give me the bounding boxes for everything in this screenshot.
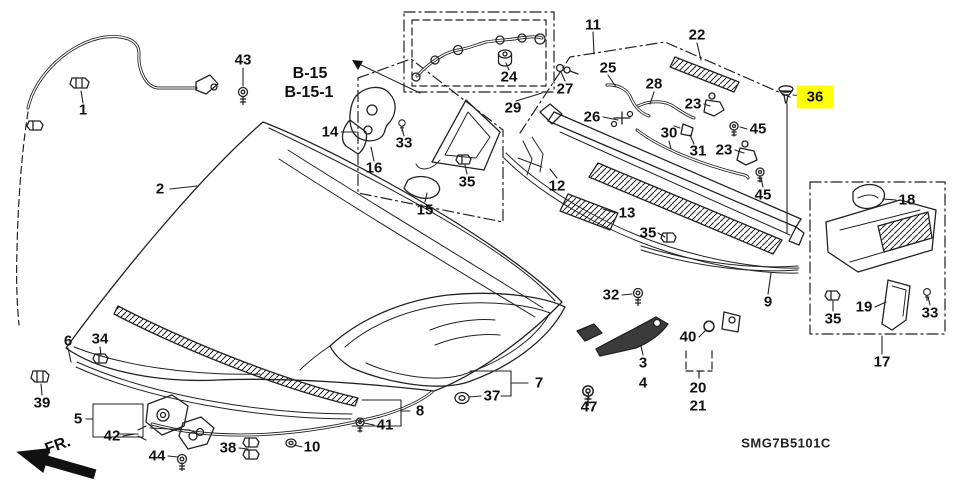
front-molding-strip [113,305,359,407]
part-label-9[interactable]: 9 [763,293,773,311]
part-label-37[interactable]: 37 [483,387,501,405]
part-label-23[interactable]: 23 [684,95,702,113]
part-label-20[interactable]: 20 [689,379,707,397]
part-label-11[interactable]: 11 [585,16,601,34]
part-label-26[interactable]: 26 [583,108,601,126]
washer-nozzle-group [555,63,765,183]
part-label-25[interactable]: 25 [599,59,617,77]
part-label-1[interactable]: 1 [78,101,88,119]
part-label-28[interactable]: 28 [645,75,663,93]
clip-34 [92,353,109,364]
part-label-22[interactable]: 22 [688,26,706,44]
cowl-assembly [503,103,805,307]
part-label-17[interactable]: 17 [873,353,891,371]
part-label-8[interactable]: 8 [415,402,425,420]
part-label-30[interactable]: 30 [660,124,678,142]
part-label-2[interactable]: 2 [155,180,165,198]
hood-insulator [299,292,566,387]
hood-hinge-group [576,311,741,407]
part-label-42[interactable]: 42 [103,427,121,445]
part-label-33[interactable]: 33 [395,134,413,152]
part-label-5[interactable]: 5 [73,410,83,428]
part-label-29[interactable]: 29 [504,99,522,117]
part-label-13[interactable]: 13 [618,204,636,222]
hood-seal [75,361,353,420]
part-label-4[interactable]: 4 [638,374,648,392]
part-label-35[interactable]: 35 [458,173,476,191]
hood-latch-assembly [92,394,215,472]
diagram-code: SMG7B5101C [741,435,831,451]
cowl-region-boundary [519,41,791,134]
part-label-32[interactable]: 32 [602,286,620,304]
part-label-43[interactable]: 43 [234,51,252,69]
part-label-10[interactable]: 10 [303,438,321,456]
hood-release-cable-upper [16,35,219,326]
grommet-37 [454,391,470,405]
bolt-43 [237,86,249,106]
fr-direction-arrow [16,448,97,480]
leader-lines [40,31,931,458]
part-label-40[interactable]: 40 [679,328,697,346]
clip-39 [30,370,50,383]
part-label-24[interactable]: 24 [500,68,518,86]
part-label-47[interactable]: 47 [580,398,598,416]
part-label-7[interactable]: 7 [534,374,544,392]
b15-reference-arrow [352,60,421,94]
part-label-27[interactable]: 27 [556,80,574,98]
part-label-31[interactable]: 31 [689,142,707,160]
part-label-34[interactable]: 34 [91,330,109,348]
part-label-18[interactable]: 18 [898,191,916,209]
part-label-3[interactable]: 3 [638,354,648,372]
part-label-12[interactable]: 12 [548,177,566,195]
part-label-33[interactable]: 33 [921,304,939,322]
side-cowl-box [809,181,946,335]
part-label-44[interactable]: 44 [148,447,166,465]
part-label-45[interactable]: 45 [749,120,767,138]
part-label-16[interactable]: 16 [365,159,383,177]
part-label-38[interactable]: 38 [219,439,237,457]
part-label-19[interactable]: 19 [855,298,873,316]
part-label-35[interactable]: 35 [639,224,657,242]
part-label-15[interactable]: 15 [416,201,434,219]
part-label-45[interactable]: 45 [754,186,772,204]
hood-panel [65,121,563,392]
clip-38 [242,437,260,460]
part-label-36-highlighted[interactable]: 36 [796,85,834,109]
lock-region [341,58,504,223]
part-label-6[interactable]: 6 [63,332,73,350]
release-cable-lower [150,390,434,448]
reference-link-b-15-1[interactable]: B-15-1 [284,84,334,101]
part-label-35[interactable]: 35 [824,310,842,328]
part-label-39[interactable]: 39 [33,394,51,412]
washer-hose-box [403,11,555,93]
part-label-41[interactable]: 41 [376,416,394,434]
part-label-23[interactable]: 23 [715,141,733,159]
reference-link-b-15[interactable]: B-15 [292,65,328,82]
cowl-strip-22 [669,56,740,93]
part-label-14[interactable]: 14 [321,123,339,141]
part-label-21[interactable]: 21 [689,397,707,415]
